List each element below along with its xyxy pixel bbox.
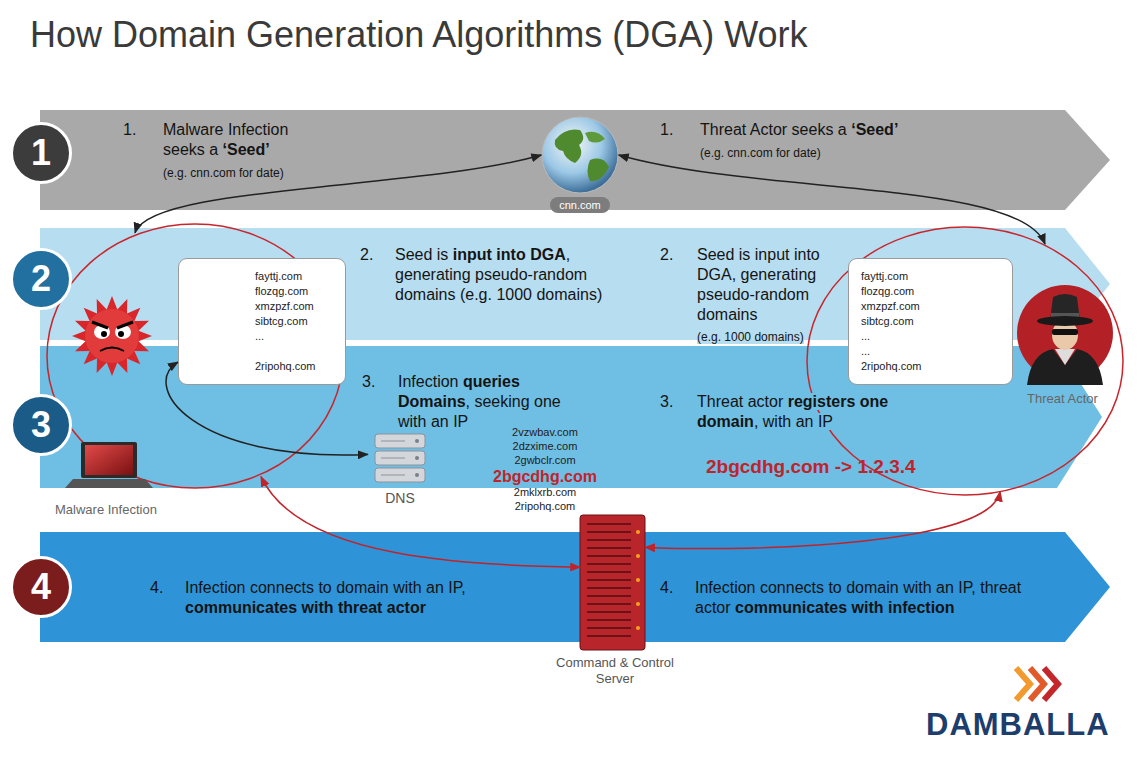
band-text-run: Infection [398, 373, 458, 390]
server-label: Command & Control Server [545, 655, 685, 687]
server-icon [365, 432, 435, 487]
band-text: Seed is input into DGA, generating pseud… [395, 245, 640, 305]
globe-label: cnn.com [550, 197, 610, 213]
band-text: 2. [660, 245, 673, 265]
dns-query-hit: 2bgcdhg.com [493, 467, 597, 486]
band-text: Threat Actor seeks a ‘Seed’ [700, 120, 898, 140]
band-text-run: Threat actor [697, 393, 783, 410]
domain-name: fayttj.com [255, 269, 337, 284]
band-text-run: Infection connects to domain with an IP, [185, 579, 466, 596]
band-text-run: 2. [360, 246, 373, 263]
domain-name: flozqg.com [255, 284, 337, 299]
band-text-run: 3. [660, 393, 673, 410]
band-text-run: communicates with threat actor [185, 599, 426, 616]
gear-icon [191, 295, 241, 345]
diagram-title: How Domain Generation Algorithms (DGA) W… [30, 14, 808, 56]
band-text: Infection connects to domain with an IP,… [185, 578, 466, 618]
band-text: 4. [660, 578, 673, 598]
step-number: 4 [10, 556, 72, 618]
band-text: 4. [150, 578, 163, 598]
band-text: Infection queries Domains, seeking one w… [398, 372, 583, 432]
band-text-run: 3. [362, 373, 375, 390]
band-text-run: input into DGA [453, 246, 566, 263]
step-number: 3 [10, 394, 72, 456]
gear-icon [956, 295, 1006, 345]
domain-name: xmzpzf.com [861, 299, 952, 314]
band-text-run: (e.g. 1000 domains) [460, 286, 602, 303]
band-text: 1. [660, 120, 673, 140]
step-number-text: 1 [13, 125, 69, 181]
band-text-run: Seed is [395, 246, 448, 263]
region-label: Threat Actor [1027, 391, 1098, 407]
band-text-run: 2. [660, 246, 673, 263]
band-text-run: ‘Seed’ [851, 121, 898, 138]
domain-ip-mapping: 2bgcdhg.com -> 1.2.3.4 [706, 455, 916, 478]
logo-chevron [1016, 668, 1030, 700]
band-text: Malware Infection seeks a ‘Seed’ [163, 120, 328, 160]
domain-name: sibtcg.com [861, 314, 952, 329]
band-text-run: 1. [123, 121, 136, 138]
band-text-run: communicates with infection [735, 599, 955, 616]
dns-query: 2mklxrb.com [514, 486, 576, 499]
band-text: Threat actor registers one domain, with … [697, 392, 902, 432]
band-text-run: ‘Seed’ [223, 141, 270, 158]
dns-query: 2dzxime.com [513, 440, 578, 453]
domain-name: sibtcg.com [255, 314, 337, 329]
band-text: Seed is input into DGA, generating pseud… [697, 245, 852, 325]
region-label: Malware Infection [55, 502, 157, 518]
domain-name: 2ripohq.com [255, 359, 337, 374]
band-text-run: (e.g. 1000 domains) [697, 330, 804, 344]
band-text: (e.g. 1000 domains) [697, 326, 804, 347]
malware-region: Malware Infectionfayttj.comflozqg.comxmz… [45, 222, 345, 490]
domain-list: fayttj.comflozqg.comxmzpzf.comsibtcg.com… [848, 258, 1013, 385]
band-text-run: 4. [660, 579, 673, 596]
domain-name: ... [255, 329, 337, 344]
band-text: 3. [660, 392, 673, 412]
step-band: 1. Malware Infection seeks a ‘Seed’ (e.g. … [40, 110, 1110, 210]
domain-name: fayttj.com [861, 269, 952, 284]
step-band: 4. Infection connects to domain with an I… [40, 532, 1110, 642]
band-text: 2. [360, 245, 373, 265]
domain-name: ... [861, 344, 952, 359]
band-text: Infection connects to domain with an IP,… [695, 578, 1040, 618]
band-text-run: 1. [660, 121, 673, 138]
step-number-text: 3 [13, 397, 69, 453]
band-text-run: (e.g. cnn.com for date) [700, 146, 821, 160]
step-number: 2 [10, 248, 72, 310]
server-icon [555, 515, 675, 655]
domain-name: 2ripohq.com [861, 359, 952, 374]
logo-chevron [1030, 668, 1044, 700]
band-text: (e.g. cnn.com for date) [163, 162, 284, 183]
command-control-server: Command & Control Server [555, 515, 675, 695]
logo-wordmark: DAMBALLA [926, 706, 1110, 743]
domain-name: xmzpzf.com [255, 299, 337, 314]
domain-name: ... [861, 329, 952, 344]
step-number-text: 2 [13, 251, 69, 307]
dns-query: 2ripohq.com [515, 500, 576, 513]
step-number: 1 [10, 122, 72, 184]
band-text-run: , with an IP [754, 413, 833, 430]
seed-site: cnn.com [535, 115, 625, 215]
band-text: (e.g. cnn.com for date) [700, 142, 821, 163]
globe-label-row: cnn.com [515, 195, 645, 213]
dns-server: DNS [365, 432, 435, 512]
logo-chevron [1044, 668, 1058, 700]
band-text-run: Seed is input into DGA, generating pseud… [697, 246, 820, 323]
domain-name: flozqg.com [861, 284, 952, 299]
step-number-text: 4 [13, 559, 69, 615]
band-text: 3. [362, 372, 375, 392]
band-text-run: (e.g. cnn.com for date) [163, 166, 284, 180]
server-label: DNS [365, 490, 435, 507]
band-text-run: Threat Actor seeks a [700, 121, 847, 138]
domain-list: fayttj.comflozqg.comxmzpzf.comsibtcg.com… [178, 258, 346, 385]
band-text: 1. [123, 120, 136, 140]
dns-query: 2vzwbav.com [512, 426, 578, 439]
dns-query: 2gwbclr.com [514, 454, 575, 467]
band-text-run: 4. [150, 579, 163, 596]
